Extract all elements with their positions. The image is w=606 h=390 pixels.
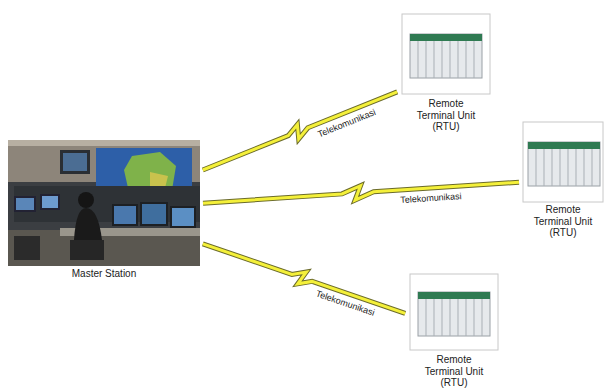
rtu-device-picture <box>523 122 603 202</box>
remote-terminal-unit: Remote Terminal Unit (RTU) <box>400 12 492 133</box>
telecom-lightning-link <box>203 244 405 314</box>
rtu-device-picture <box>402 14 490 94</box>
link-label: Telekomunikasi <box>398 192 464 206</box>
rtu-device-picture <box>410 274 498 350</box>
node-label: Remote Terminal Unit (RTU) <box>527 204 599 239</box>
node-label: Remote Terminal Unit (RTU) <box>418 354 490 389</box>
node-label: Remote Terminal Unit (RTU) <box>410 98 482 133</box>
node-label: Master Station <box>8 268 200 280</box>
telecom-lightning-link <box>203 182 519 203</box>
master-station: Master Station <box>8 140 200 280</box>
control-room-photo <box>8 140 200 266</box>
link-label: Telekomunikasi <box>315 107 379 141</box>
telecom-lightning-link <box>203 92 397 170</box>
remote-terminal-unit: Remote Terminal Unit (RTU) <box>408 272 500 389</box>
link-label: Telekomunikasi <box>312 289 377 320</box>
remote-terminal-unit: Remote Terminal Unit (RTU) <box>522 120 604 239</box>
